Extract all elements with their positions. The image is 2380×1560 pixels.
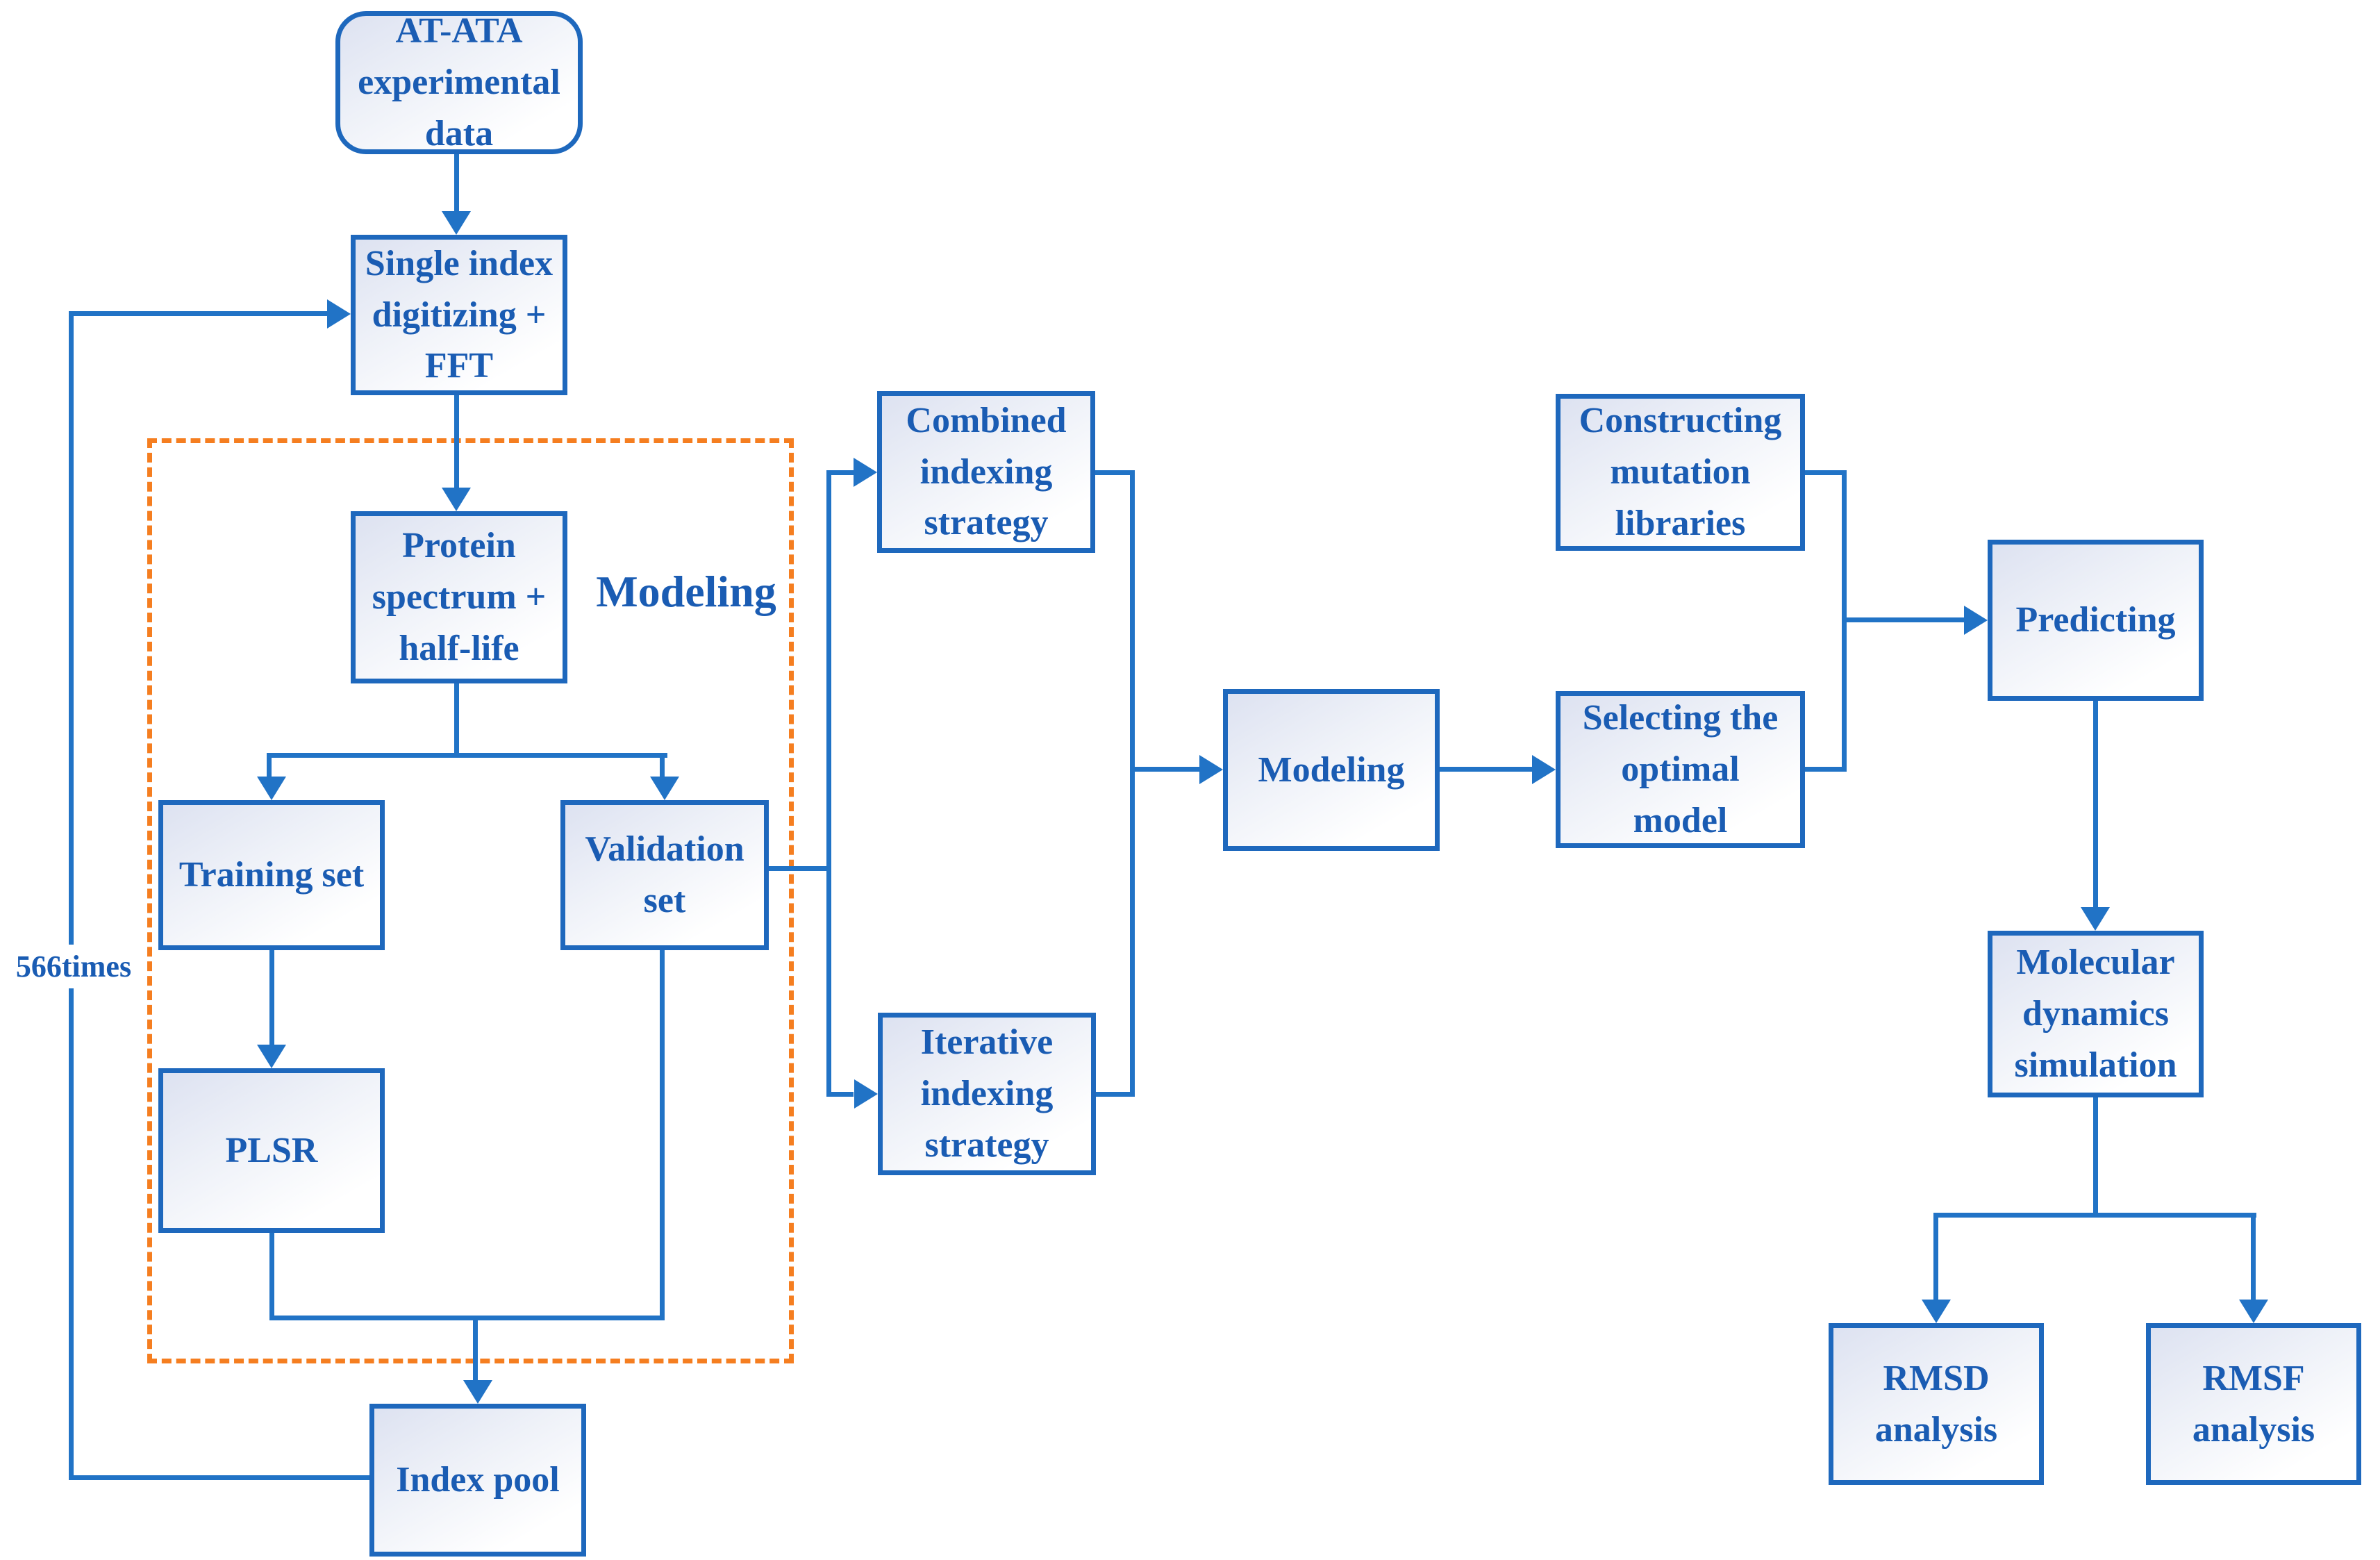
node-label: Single index digitizing + FFT — [365, 243, 554, 386]
connector-loop-bottom — [72, 1475, 369, 1480]
connector-branch-vertical — [826, 470, 831, 1097]
node-label: PLSR — [225, 1130, 318, 1170]
connector-protein-split-bar — [267, 753, 667, 758]
connector-atata-to-single-index — [454, 154, 459, 211]
node-training-set: Training set — [158, 800, 385, 950]
node-predicting: Predicting — [1988, 540, 2204, 701]
node-index-pool: Index pool — [369, 1404, 586, 1557]
connector-training-to-plsr — [269, 950, 274, 1045]
node-label: Molecular dynamics simulation — [2014, 943, 2177, 1085]
connector-modeling-to-selecting — [1440, 767, 1532, 772]
connector-split-to-validation — [660, 755, 665, 777]
connector-md-split-bar — [1933, 1213, 2256, 1218]
node-protein-spectrum-half-life: Protein spectrum + half-life — [351, 511, 567, 683]
node-label: RMSD analysis — [1874, 1358, 1998, 1450]
connector-combined-out — [1095, 470, 1135, 475]
connector-junction-to-predicting — [1844, 617, 1964, 622]
arrowhead-into-modeling — [1199, 755, 1223, 784]
node-label: Predicting — [2015, 600, 2176, 640]
connector-validation-down — [660, 950, 665, 1320]
arrowhead-loop-into-single-index — [327, 299, 351, 329]
arrowhead-into-single-index — [442, 211, 471, 235]
node-modeling: Modeling — [1223, 689, 1440, 851]
node-label: RMSF analysis — [2192, 1358, 2315, 1450]
node-label: Validation set — [585, 829, 744, 920]
connector-predicting-to-md — [2093, 701, 2098, 907]
node-label: Protein spectrum + half-life — [372, 526, 547, 668]
connector-strategy-merge-vertical — [1130, 470, 1135, 1097]
node-label: Modeling — [1258, 749, 1405, 790]
connector-branch-to-combined — [831, 470, 854, 475]
arrowhead-into-predicting — [1964, 606, 1988, 635]
arrowhead-into-combined-indexing — [854, 458, 877, 487]
connector-branch-to-iterative — [831, 1092, 854, 1097]
node-label: Combined indexing strategy — [906, 400, 1067, 543]
connector-merge-to-index-pool — [473, 1318, 478, 1380]
modeling-region-outline — [147, 438, 794, 1363]
connector-split-to-rmsf — [2251, 1215, 2256, 1300]
arrowhead-into-plsr — [257, 1045, 286, 1068]
node-single-index-digitizing-fft: Single index digitizing + FFT — [351, 235, 567, 395]
arrowhead-into-rmsf — [2239, 1300, 2268, 1323]
connector-loop-vertical — [69, 311, 74, 1480]
arrowhead-into-index-pool — [463, 1380, 492, 1404]
connector-constructing-out — [1805, 470, 1847, 475]
node-selecting-optimal-model: Selecting the optimal model — [1556, 691, 1805, 848]
connector-single-index-to-protein — [454, 395, 459, 488]
modeling-region-label: Modeling — [596, 567, 776, 616]
arrowhead-into-iterative-indexing — [854, 1079, 878, 1109]
arrowhead-into-protein — [442, 488, 471, 511]
arrowhead-into-md-simulation — [2081, 907, 2110, 931]
node-rmsd-analysis: RMSD analysis — [1829, 1323, 2044, 1485]
connector-plsr-down — [269, 1233, 274, 1320]
node-iterative-indexing-strategy: Iterative indexing strategy — [878, 1013, 1096, 1175]
arrowhead-into-rmsd — [1922, 1300, 1951, 1323]
connector-protein-split-stem — [454, 683, 459, 755]
arrowhead-into-selecting-model — [1532, 755, 1556, 784]
node-label: Selecting the optimal model — [1582, 698, 1779, 840]
node-label: AT-ATA experimental data — [358, 11, 560, 153]
node-plsr: PLSR — [158, 1068, 385, 1233]
arrowhead-into-validation-set — [650, 777, 679, 800]
connector-selecting-out — [1805, 767, 1847, 772]
connector-validation-to-branch — [769, 866, 831, 871]
node-rmsf-analysis: RMSF analysis — [2146, 1323, 2361, 1485]
node-atata-experimental-data: AT-ATA experimental data — [335, 11, 583, 154]
connector-merge-to-modeling — [1133, 767, 1199, 772]
node-validation-set: Validation set — [560, 800, 769, 950]
loop-count-label: 566times — [2, 945, 145, 988]
arrowhead-into-training-set — [257, 777, 286, 800]
node-label: Index pool — [396, 1460, 560, 1500]
connector-loop-top — [72, 311, 327, 316]
connector-split-to-rmsd — [1933, 1215, 1938, 1300]
connector-md-split-stem — [2093, 1097, 2098, 1215]
node-label: Training set — [178, 855, 365, 895]
node-label: Constructing mutation libraries — [1579, 401, 1782, 543]
node-combined-indexing-strategy: Combined indexing strategy — [877, 391, 1095, 553]
connector-split-to-training — [267, 755, 272, 777]
node-label: Iterative indexing strategy — [920, 1022, 1054, 1165]
connector-merge-bar — [269, 1316, 665, 1320]
node-molecular-dynamics-simulation: Molecular dynamics simulation — [1988, 931, 2204, 1097]
connector-iterative-out — [1096, 1092, 1135, 1097]
node-constructing-mutation-libraries: Constructing mutation libraries — [1556, 394, 1805, 551]
